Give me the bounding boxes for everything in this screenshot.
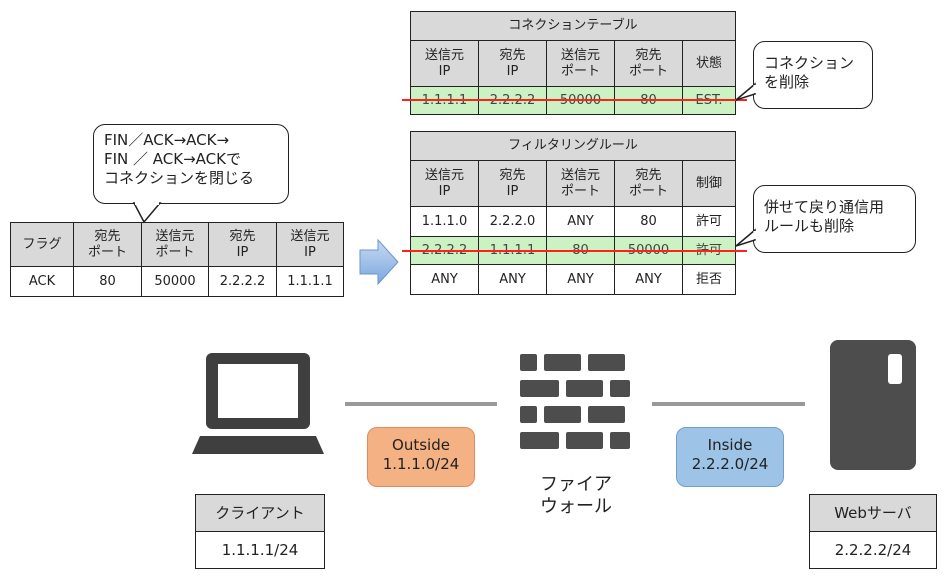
packet-header-dst-ip: 宛先 IP	[208, 222, 277, 267]
laptop-icon	[192, 353, 324, 454]
server-name: Webサーバ	[810, 495, 936, 532]
connection-callout-text: コネクション を削除	[764, 54, 855, 91]
filter-cell: 2.2.2.0	[478, 206, 547, 237]
packet-header-flag: フラグ	[10, 222, 74, 267]
outside-zone-label: Outside	[392, 436, 450, 454]
filter-header-action: 制御	[681, 160, 737, 207]
filter-row: ANY ANY ANY ANY 拒否	[410, 264, 737, 295]
firewall-label: ファイア ウォール	[540, 474, 612, 517]
inside-link-line	[652, 402, 805, 406]
filter-cell: 拒否	[681, 264, 737, 295]
filter-header-dst-ip: 宛先 IP	[478, 160, 547, 207]
server-icon	[830, 340, 916, 470]
packet-callout: FIN／ACK→ACK→ FIN ／ ACK→ACKで コネクションを閉じる	[93, 124, 289, 204]
filter-header-src-port: 送信元 ポート	[546, 160, 615, 207]
outside-link-line	[345, 402, 497, 406]
packet-callout-text: FIN／ACK→ACK→ FIN ／ ACK→ACKで コネクションを閉じる	[104, 131, 255, 187]
filter-header-dst-port: 宛先 ポート	[614, 160, 683, 207]
inside-zone-label: Inside	[707, 436, 753, 454]
outside-zone-subnet: 1.1.1.0/24	[382, 455, 460, 473]
connection-table: コネクションテーブル 送信元 IP 宛先 IP 送信元 ポート 宛先 ポート 状…	[410, 11, 736, 115]
filter-callout-tail	[735, 228, 756, 247]
packet-src-ip: 1.1.1.1	[276, 266, 344, 297]
filter-cell: 許可	[681, 206, 737, 237]
filter-row-strikethrough	[402, 250, 747, 252]
packet-header-src-ip: 送信元 IP	[276, 222, 344, 267]
inside-zone-subnet: 2.2.2.0/24	[691, 455, 769, 473]
connection-table-title: コネクションテーブル	[410, 11, 736, 41]
outside-zone-badge: Outside 1.1.1.0/24	[367, 427, 475, 487]
connection-callout-tail	[735, 82, 756, 101]
right-arrow-icon	[359, 238, 399, 286]
filter-cell: ANY	[546, 206, 615, 237]
client-info-box: クライアント 1.1.1.1/24	[195, 494, 325, 569]
packet-header-src-port: 送信元 ポート	[141, 222, 209, 267]
filter-cell: ANY	[478, 264, 547, 295]
packet-callout-tail	[132, 202, 162, 224]
packet-dst-ip: 2.2.2.2	[208, 266, 277, 297]
connection-row-strikethrough	[402, 99, 747, 101]
server-info-box: Webサーバ 2.2.2.2/24	[809, 494, 937, 569]
connection-header-dst-ip: 宛先 IP	[478, 40, 547, 87]
filter-cell: 80	[614, 206, 683, 237]
connection-header-dst-port: 宛先 ポート	[614, 40, 683, 87]
filter-callout-text: 併せて戻り通信用 ルールも削除	[764, 198, 885, 235]
filter-row: 1.1.1.0 2.2.2.0 ANY 80 許可	[410, 206, 737, 237]
client-ip: 1.1.1.1/24	[196, 532, 324, 568]
filter-cell: ANY	[614, 264, 683, 295]
connection-header-state: 状態	[682, 40, 736, 87]
filter-cell: ANY	[410, 264, 479, 295]
server-ip: 2.2.2.2/24	[810, 532, 936, 568]
connection-header-src-port: 送信元 ポート	[546, 40, 615, 87]
filter-callout: 併せて戻り通信用 ルールも削除	[753, 185, 916, 253]
filter-header-src-ip: 送信元 IP	[410, 160, 479, 207]
filter-cell: ANY	[546, 264, 615, 295]
inside-zone-badge: Inside 2.2.2.0/24	[676, 427, 784, 487]
packet-dst-port: 80	[73, 266, 142, 297]
connection-callout: コネクション を削除	[753, 41, 873, 109]
client-name: クライアント	[196, 495, 324, 532]
packet-header-dst-port: 宛先 ポート	[73, 222, 142, 267]
packet-flag: ACK	[10, 266, 74, 297]
connection-header-src-ip: 送信元 IP	[410, 40, 479, 87]
firewall-brick-icon	[520, 354, 630, 449]
filter-table: フィルタリングルール 送信元 IP 宛先 IP 送信元 ポート 宛先 ポート 制…	[409, 131, 737, 295]
packet-table: フラグ 宛先 ポート 送信元 ポート 宛先 IP 送信元 IP ACK 80 5…	[10, 222, 344, 297]
packet-src-port: 50000	[141, 266, 209, 297]
filter-table-title: フィルタリングルール	[409, 131, 737, 161]
filter-cell: 1.1.1.0	[410, 206, 479, 237]
